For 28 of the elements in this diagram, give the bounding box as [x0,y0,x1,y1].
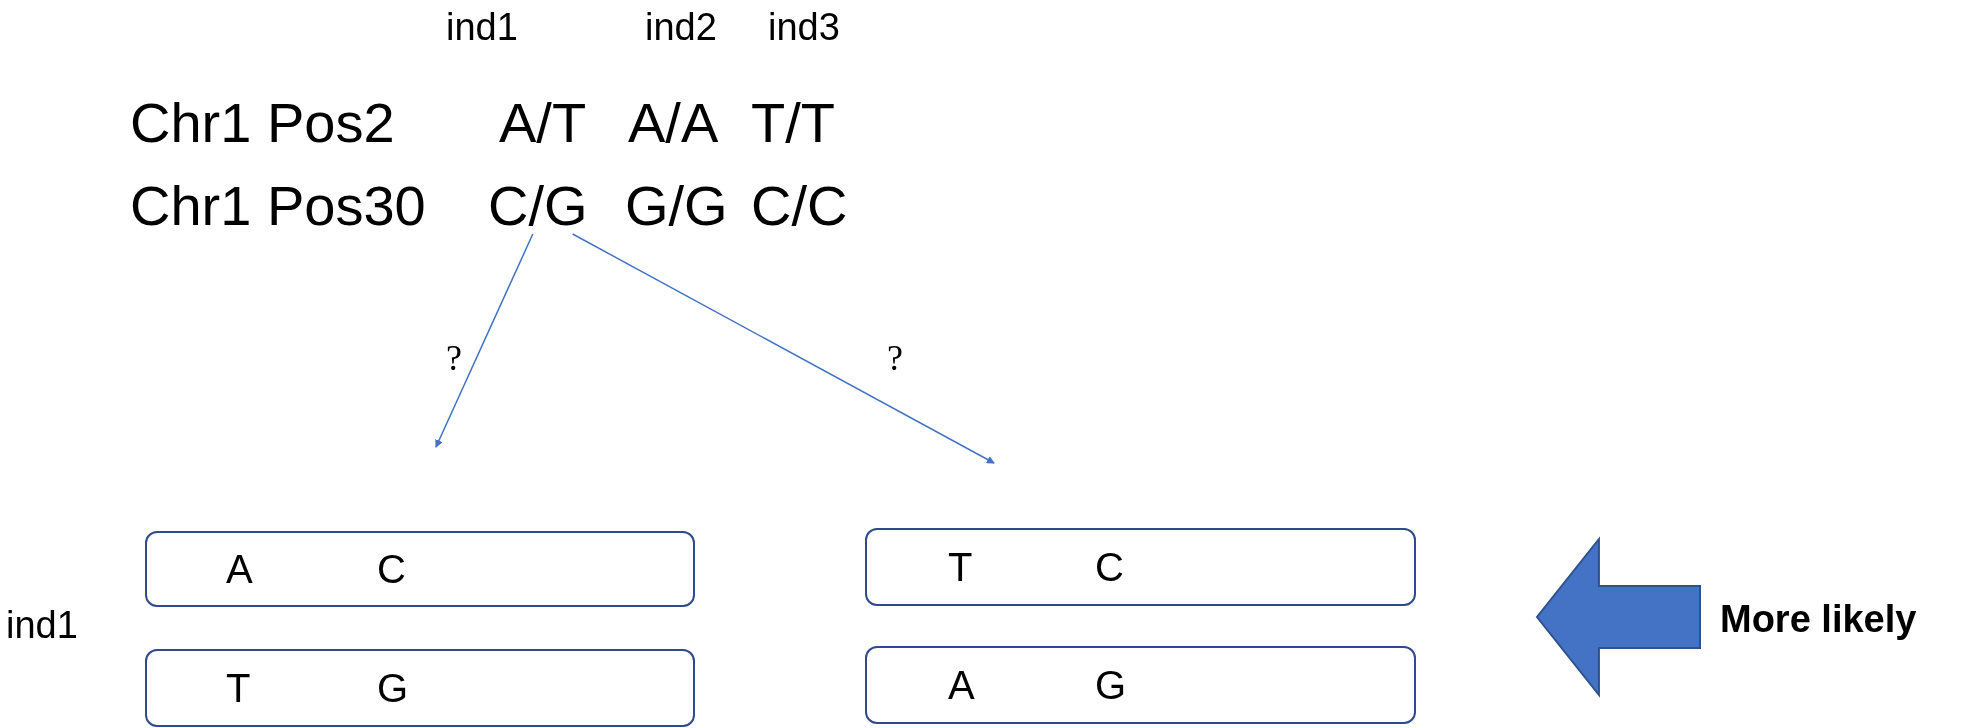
haplotype-box [865,646,1416,724]
block-arrow [1535,536,1701,698]
haplotype-box [145,649,695,727]
allele-label: C [377,549,406,589]
individual-label: ind1 [446,8,518,46]
annotation-text: More likely [1720,600,1917,638]
individual-label: ind2 [645,8,717,46]
allele-label: A [226,549,253,589]
haplotype-box [145,531,695,607]
allele-label: G [1095,665,1127,705]
allele-label: G [377,668,409,708]
genotype-label: T/T [751,95,835,151]
genotype-label: G/G [625,178,728,234]
genotype-label: A/T [499,95,587,151]
arrow [435,233,534,448]
genotype-label: C/C [751,178,848,234]
allele-label: T [226,668,251,708]
position-label: Chr1 Pos2 [130,95,395,151]
allele-label: C [1095,547,1124,587]
haplotype-box [865,528,1416,606]
position-label: Chr1 Pos30 [130,178,426,234]
genotype-label: C/G [488,178,588,234]
individual-label: ind1 [6,606,78,644]
allele-label: A [948,665,975,705]
individual-label: ind3 [768,8,840,46]
arrow [571,233,995,464]
allele-label: T [948,547,973,587]
genotype-label: A/A [628,95,719,151]
